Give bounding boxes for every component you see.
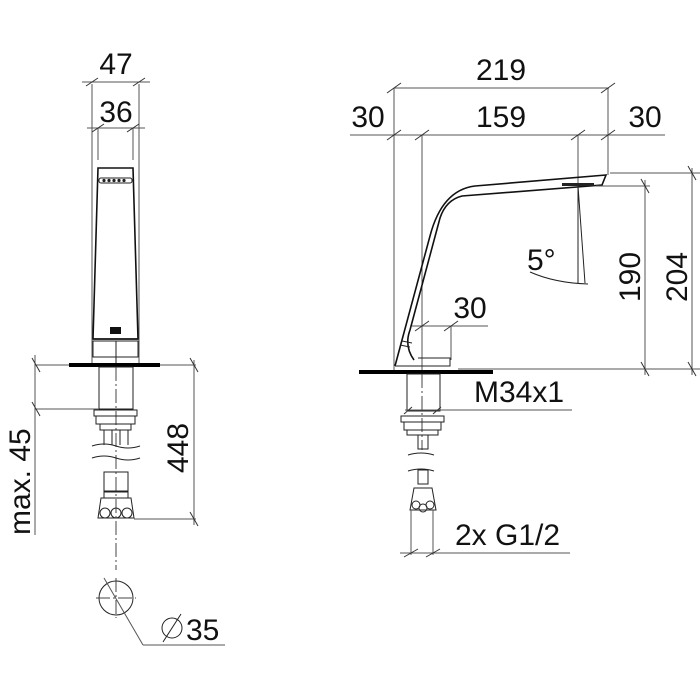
dim-spout-reach: 159 bbox=[476, 101, 526, 134]
sensor-window bbox=[110, 327, 121, 334]
dim-spout-angle: 5° bbox=[527, 244, 556, 277]
faucet-body-front bbox=[92, 167, 139, 340]
dim-right-offset: 30 bbox=[628, 101, 661, 134]
thread-spec: M34x1 bbox=[474, 376, 564, 409]
dim-width-outer: 47 bbox=[99, 48, 132, 81]
dim-outlet-height: 190 bbox=[614, 252, 647, 302]
side-view: 219 30 159 30 5° 190 204 30 bbox=[350, 54, 700, 558]
dim-base-diameter: 30 bbox=[453, 292, 486, 325]
dim-total-height: 204 bbox=[661, 252, 694, 302]
dim-left-offset: 30 bbox=[351, 101, 384, 134]
dim-max-thickness: max. 45 bbox=[4, 428, 37, 535]
aerator-icon bbox=[98, 177, 133, 184]
front-view: 47 36 bbox=[4, 48, 225, 647]
dim-total-reach: 219 bbox=[476, 54, 526, 87]
spout-outline bbox=[394, 174, 608, 367]
dim-hose-length: 448 bbox=[162, 423, 195, 473]
dim-width-inner: 36 bbox=[99, 96, 132, 129]
connection-spec: 2x G1/2 bbox=[455, 519, 560, 552]
dim-hole-diameter: 35 bbox=[186, 614, 219, 647]
diameter-symbol bbox=[161, 617, 183, 639]
